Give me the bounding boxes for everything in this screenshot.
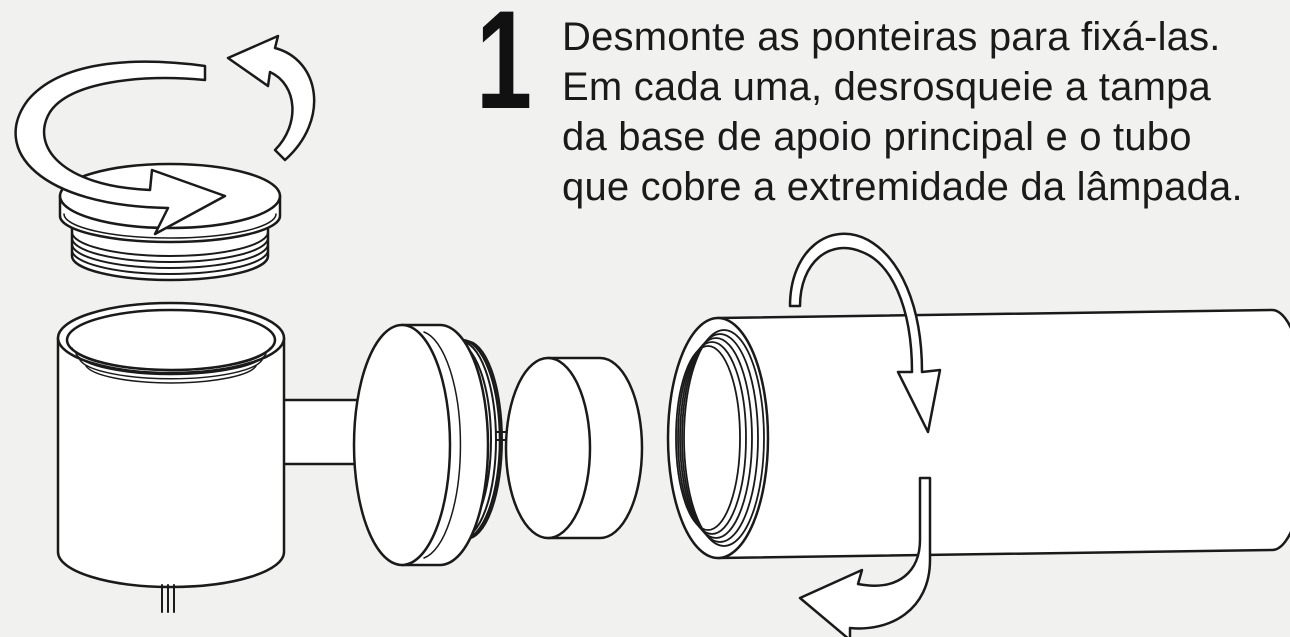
end-tube-part — [666, 308, 1290, 560]
instruction-line: que cobre a extremidade da lâmpada. — [562, 165, 1243, 209]
step-number: 1 — [476, 0, 532, 138]
instruction-line: Em cada uma, desrosqueie a tampa — [562, 65, 1211, 109]
instruction-line: Desmonte as ponteiras para fixá-las. — [562, 15, 1221, 59]
lamp-socket-part — [504, 356, 644, 540]
threaded-disc-part — [352, 323, 503, 567]
instruction-text: Desmonte as ponteiras para fixá-las. Em … — [562, 12, 1243, 212]
tube-rotation-arrow — [788, 232, 942, 637]
cap-rotation-arrow — [14, 34, 316, 236]
cap-part — [58, 162, 282, 282]
instruction-line: da base de apoio principal e o tubo — [562, 115, 1192, 159]
